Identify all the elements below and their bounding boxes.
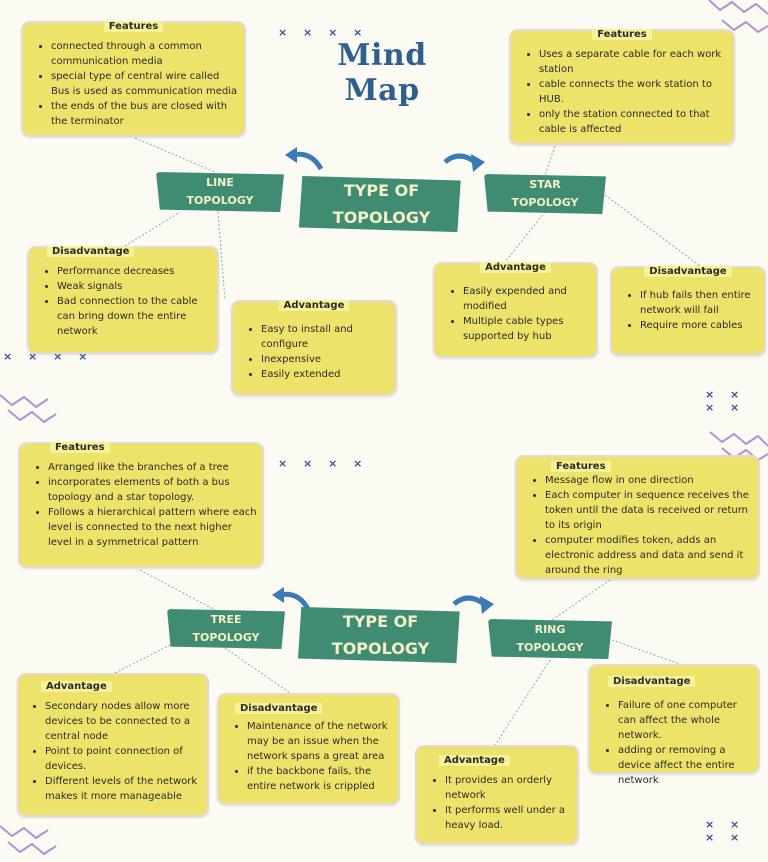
tree-disadvantage-box: Disadvantage Maintenance of the network …: [217, 693, 400, 805]
decor-x-marks: × × × ×: [278, 457, 369, 470]
box-heading: Features: [592, 29, 652, 40]
tree-features-box: Features Arranged like the branches of a…: [18, 442, 264, 568]
list-item: Secondary nodes allow more devices to be…: [45, 699, 203, 744]
star-disadvantage-box: Disadvantage If hub fails then entire ne…: [610, 266, 766, 356]
list-item: Performance decreases: [57, 264, 213, 279]
list-item: Easily extended: [261, 367, 391, 382]
list-item: If hub fails then entire network will fa…: [640, 288, 760, 318]
list-item: special type of central wire called Bus …: [51, 69, 240, 99]
box-heading: Disadvantage: [644, 266, 732, 277]
list-item: Arranged like the branches of a tree: [48, 460, 258, 475]
list-item: Point to point connection of devices.: [45, 744, 203, 774]
list-item: adding or removing a device affect the e…: [618, 743, 754, 788]
line-features-box: Features connected through a common comm…: [21, 21, 246, 137]
decor-x-marks: × × × ×: [705, 818, 746, 844]
list-item: Inexpensive: [261, 352, 391, 367]
list-item: Weak signals: [57, 279, 213, 294]
ring-disadvantage-box: Disadvantage Failure of one computer can…: [588, 664, 760, 786]
curved-arrow-right-icon: [452, 595, 494, 614]
curved-arrow-left-icon: [272, 587, 310, 611]
list-item: Bad connection to the cable can bring do…: [57, 294, 213, 339]
ring-advantage-box: Advantage It provides an orderly network…: [415, 745, 579, 845]
curved-arrow-right-icon: [443, 153, 485, 172]
list-item: Require more cables: [640, 318, 760, 333]
line-topology-node: LINE TOPOLOGY: [156, 172, 284, 212]
tree-advantage-box: Advantage Secondary nodes allow more dev…: [17, 673, 209, 817]
box-heading: Disadvantage: [235, 703, 323, 714]
list-item: incorporates elements of both a bus topo…: [48, 475, 258, 505]
line-advantage-box: Advantage Easy to install and configure …: [231, 300, 397, 396]
list-item: Follows a hierarchical pattern where eac…: [48, 505, 258, 550]
tree-topology-node: TREE TOPOLOGY: [167, 609, 285, 649]
box-heading: Advantage: [278, 300, 350, 311]
star-advantage-box: Advantage Easily expended and modified M…: [433, 262, 598, 358]
box-heading: Disadvantage: [608, 676, 696, 687]
list-item: cable connects the work station to HUB.: [539, 77, 729, 107]
box-heading: Advantage: [41, 681, 112, 692]
list-item: Easily expended and modified: [463, 284, 592, 314]
list-item: the ends of the bus are closed with the …: [51, 99, 240, 129]
list-item: It performs well under a heavy load.: [445, 803, 573, 833]
line-disadvantage-box: Disadvantage Performance decreases Weak …: [27, 246, 219, 354]
box-heading: Disadvantage: [47, 246, 135, 257]
central-node-bottom: TYPE OF TOPOLOGY: [298, 607, 460, 663]
list-item: Different levels of the network makes it…: [45, 774, 203, 804]
box-heading: Features: [50, 442, 110, 453]
list-item: if the backbone fails, the entire networ…: [247, 764, 394, 794]
list-item: Failure of one computer can affect the w…: [618, 698, 754, 743]
box-heading: Features: [551, 461, 611, 472]
decor-x-marks: × × × ×: [705, 388, 746, 414]
list-item: Each computer in sequence receives the t…: [545, 488, 754, 533]
list-item: Message flow in one direction: [545, 473, 754, 488]
list-item: Maintenance of the network may be an iss…: [247, 719, 394, 764]
ring-topology-node: RING TOPOLOGY: [488, 619, 612, 659]
list-item: Easy to install and configure: [261, 322, 391, 352]
ring-features-box: Features Message flow in one direction E…: [515, 455, 760, 580]
list-item: Multiple cable types supported by hub: [463, 314, 592, 344]
decor-x-marks: × × × ×: [278, 26, 369, 39]
box-heading: Advantage: [439, 755, 510, 766]
list-item: connected through a common communication…: [51, 39, 240, 69]
list-item: Uses a separate cable for each work stat…: [539, 47, 729, 77]
list-item: It provides an orderly network: [445, 773, 573, 803]
star-topology-node: STAR TOPOLOGY: [484, 174, 606, 214]
star-features-box: Features Uses a separate cable for each …: [509, 29, 735, 145]
list-item: only the station connected to that cable…: [539, 107, 729, 137]
box-heading: Features: [103, 21, 164, 32]
curved-arrow-left-icon: [285, 147, 323, 171]
page-title: Mind Map: [337, 38, 427, 108]
list-item: computer modifies token, adds an electro…: [545, 533, 754, 578]
box-heading: Advantage: [480, 262, 551, 273]
central-node-top: TYPE OF TOPOLOGY: [299, 176, 461, 232]
